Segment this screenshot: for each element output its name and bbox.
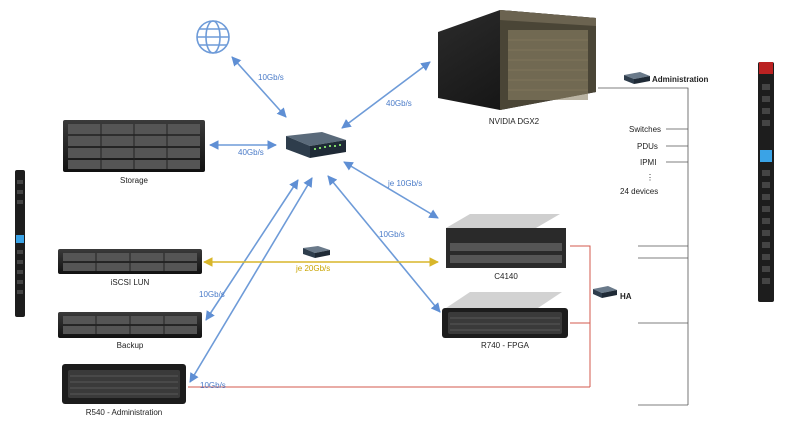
r540-server-icon [62, 364, 186, 404]
admin-switch-icon [624, 72, 650, 84]
ha-label: HA [620, 292, 632, 301]
pdu-right-icon [758, 62, 774, 302]
link-label-iscsi-c4140: je 20Gb/s [296, 264, 331, 273]
ha-lines [188, 245, 591, 388]
arrow-dgx2-switch [341, 61, 431, 129]
r540-label: R540 - Administration [85, 408, 163, 417]
r740-server-icon [442, 292, 568, 338]
arrow-r740-switch [327, 175, 441, 313]
admin-lines [598, 87, 689, 406]
pdu-left-icon [15, 170, 25, 317]
link-label-internet: 10Gb/s [258, 73, 284, 82]
small-switch-icon [303, 246, 330, 258]
admin-item-switches: Switches [629, 125, 662, 134]
link-label-dgx2: 40Gb/s [386, 99, 412, 108]
storage-label: Storage [119, 176, 149, 185]
backup-server-icon [58, 312, 202, 338]
network-switch-icon [286, 132, 346, 158]
dgx2-icon [438, 10, 596, 110]
link-arrows [189, 56, 441, 383]
link-label-c4140: je 10Gb/s [388, 179, 423, 188]
admin-item-ellipsis: ⋮ [646, 173, 654, 182]
arrow-c4140-switch [343, 161, 439, 219]
link-label-r540: 10Gb/s [200, 381, 226, 390]
dgx2-label: NVIDIA DGX2 [488, 117, 540, 126]
storage-server-icon [63, 120, 205, 172]
link-label-backup: 10Gb/s [199, 290, 225, 299]
admin-item-ipmi: IPMI [640, 158, 657, 167]
administration-label: Administration [652, 75, 709, 84]
arrow-internet-switch [231, 56, 287, 118]
c4140-label: C4140 [494, 272, 518, 281]
link-label-r740: 10Gb/s [379, 230, 405, 239]
arrow-backup-switch [205, 179, 299, 321]
arrow-r540-switch [189, 177, 313, 383]
backup-label: Backup [116, 341, 144, 350]
iscsi-label: iSCSI LUN [110, 278, 150, 287]
link-label-storage: 40Gb/s [238, 148, 264, 157]
r740-label: R740 - FPGA [480, 341, 530, 350]
ha-switch-icon [593, 286, 617, 298]
c4140-server-icon [446, 214, 566, 268]
globe-icon [196, 20, 230, 54]
admin-item-count: 24 devices [620, 187, 659, 196]
admin-item-pdus: PDUs [637, 142, 658, 151]
iscsi-server-icon [58, 249, 202, 274]
